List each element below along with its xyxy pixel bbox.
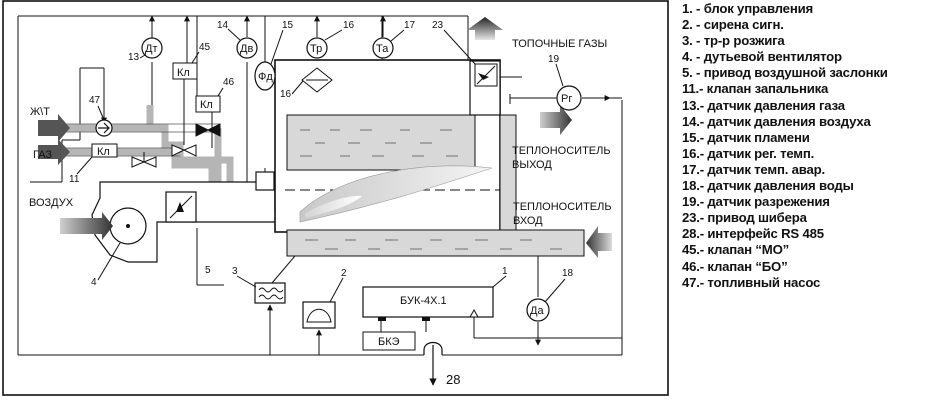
ignition-transformer-3: [254, 282, 286, 304]
valve-46-kl: Кл: [195, 95, 221, 137]
coolant-out-label-2: ВЫХОД: [512, 159, 552, 171]
svg-text:47: 47: [89, 95, 101, 106]
svg-text:19: 19: [548, 54, 560, 65]
fuel-pump-47: [95, 119, 113, 137]
svg-text:Кл: Кл: [200, 99, 213, 111]
svg-text:Фд: Фд: [258, 71, 273, 83]
legend-item: 15.- датчик пламени: [682, 129, 810, 145]
svg-text:3: 3: [232, 266, 238, 277]
svg-text:Дв: Дв: [240, 43, 253, 55]
alarm-siren-2: [302, 301, 336, 329]
legend-list: 1. - блок управления 2. - сирена сигн. 3…: [682, 1, 944, 291]
air-label: ВОЗДУХ: [29, 197, 74, 209]
svg-text:11: 11: [69, 174, 80, 185]
coolant-in-label-1: ТЕПЛОНОСИТЕЛЬ: [513, 201, 612, 213]
sensor-temp-alarm-17: Та: [372, 37, 394, 59]
svg-text:БУК-4Х.1: БУК-4Х.1: [400, 295, 447, 307]
svg-text:Кл: Кл: [97, 146, 110, 158]
svg-text:15: 15: [282, 20, 294, 31]
svg-text:Тр: Тр: [310, 43, 322, 55]
sensor-air-pressure-14: Дв: [236, 37, 258, 59]
callout-numbers: 13 45 46 47 11 14 15 16 16 17 23 19 18 1…: [69, 20, 574, 387]
control-unit-1: БУК-4Х.1: [362, 286, 494, 321]
legend-item: 14.- датчик давления воздуха: [682, 113, 871, 129]
legend-item: 47.- топливный насос: [682, 274, 821, 290]
sensor-temp-reg-16: Тр: [301, 37, 333, 93]
sensor-gas-pressure-13: Дт: [141, 37, 163, 59]
rs485-interface-28: [423, 341, 443, 386]
svg-text:16: 16: [343, 20, 355, 31]
bke-unit: БКЭ: [362, 331, 416, 351]
coolant-in-arrow: [586, 226, 612, 258]
legend-item: 13.- датчик давления газа: [682, 97, 845, 113]
coolant-in-label-2: ВХОД: [513, 215, 543, 227]
legend-item: 5. - привод воздушной заслонки: [682, 65, 888, 81]
outer-frame: [2, 0, 669, 396]
svg-text:28: 28: [446, 372, 460, 387]
svg-text:14: 14: [217, 20, 229, 31]
svg-text:Дт: Дт: [145, 43, 158, 55]
gas-inlet-arrow: [38, 139, 70, 165]
fuel-inlet-arrow: [38, 114, 70, 142]
flue-gas-arrow: [467, 17, 503, 40]
legend-item: 11.- клапан запальника: [682, 81, 829, 97]
svg-text:Та: Та: [376, 43, 389, 55]
svg-text:16: 16: [280, 89, 292, 100]
valve-45-kl: Кл: [171, 62, 198, 157]
flue-gases-label: ТОПОЧНЫЕ ГАЗЫ: [512, 38, 607, 50]
coolant-out-label-1: ТЕПЛОНОСИТЕЛЬ: [512, 145, 611, 157]
svg-text:46: 46: [223, 77, 235, 88]
sensor-water-pressure-18: Да: [526, 298, 550, 322]
sensor-flame-15: Фд: [254, 61, 276, 91]
svg-text:18: 18: [562, 268, 574, 279]
svg-text:45: 45: [199, 42, 211, 53]
legend-item: 18.- датчик давления воды: [682, 178, 854, 194]
svg-text:5: 5: [205, 265, 211, 276]
coolant-out-arrow: [540, 105, 572, 135]
svg-text:БКЭ: БКЭ: [378, 336, 400, 348]
sensor-vacuum-19: Рг: [556, 85, 582, 111]
legend-item: 3. - тр-р розжига: [682, 33, 785, 49]
legend-item: 17.- датчик темп. авар.: [682, 161, 825, 177]
legend-item: 19.- датчик разрежения: [682, 194, 830, 210]
gas-label: ГАЗ: [33, 149, 52, 161]
air-inlet-arrow: [60, 212, 113, 240]
boiler-water-bottom: [286, 229, 585, 257]
boiler-water-top: [286, 114, 476, 171]
svg-text:2: 2: [341, 268, 347, 279]
water-dashes: [300, 129, 562, 250]
legend-item: 2. - сирена сигн.: [682, 17, 784, 33]
svg-text:4: 4: [91, 277, 97, 288]
valve-gas-kl: Кл: [91, 143, 157, 168]
svg-text:13: 13: [128, 52, 140, 63]
svg-text:1: 1: [502, 266, 508, 277]
fuel-label: Ж\Т: [30, 106, 50, 118]
flame: [299, 165, 493, 223]
svg-text:Да: Да: [530, 305, 544, 317]
svg-text:Рг: Рг: [561, 93, 572, 105]
legend-item: 16.- датчик рег. темп.: [682, 145, 815, 161]
legend-item: 23.- привод шибера: [682, 210, 807, 226]
svg-text:23: 23: [432, 20, 444, 31]
legend-item: 46.- клапан “БО”: [682, 258, 788, 274]
legend-item: 45.- клапан “МО”: [682, 242, 790, 258]
legend-item: 4. - дутьевой вентилятор: [682, 49, 842, 65]
svg-text:Кл: Кл: [177, 67, 190, 79]
legend-item: 28.- интерфейс RS 485: [682, 226, 824, 242]
svg-text:17: 17: [404, 20, 416, 31]
igniter-electrode: [255, 171, 275, 191]
legend-item: 1. - блок управления: [682, 1, 813, 16]
